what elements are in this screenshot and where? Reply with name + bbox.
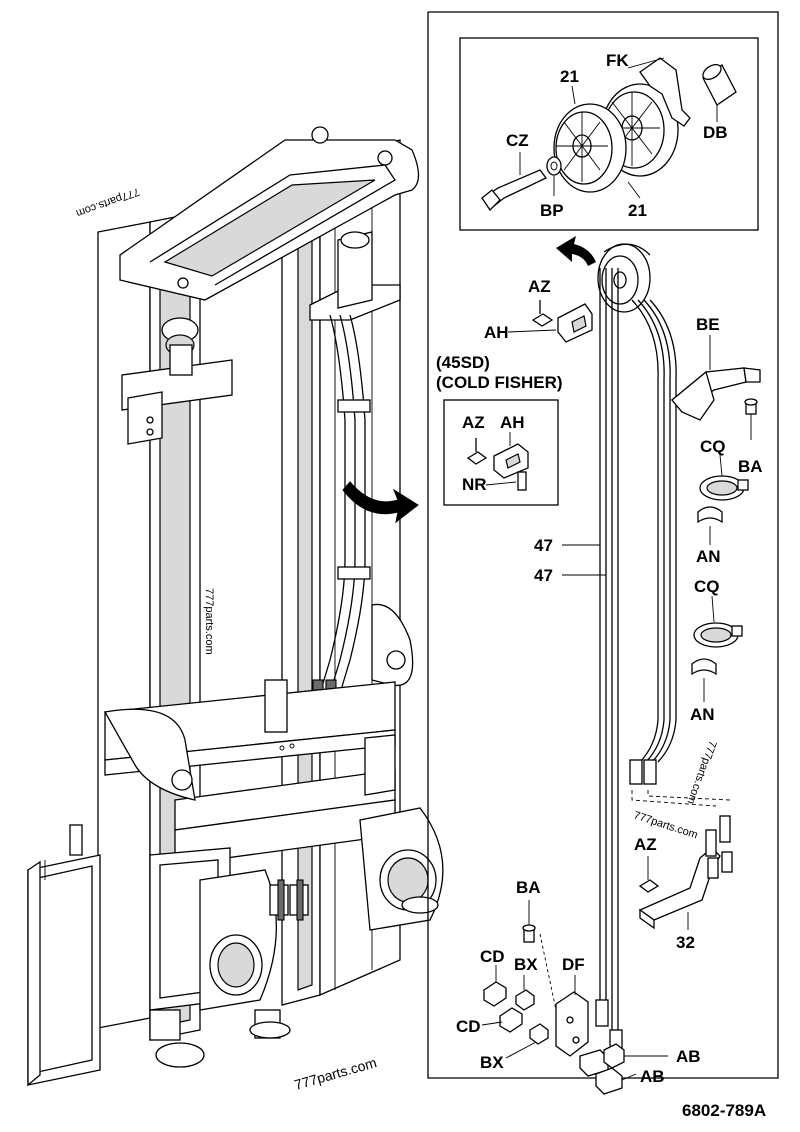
callout-bx-bottom: BX [480,1053,504,1072]
hose-pair [595,268,677,1057]
callout-ab-top: AB [676,1047,701,1066]
callout-az-top: AZ [528,277,551,296]
clamp-an-top [697,506,723,545]
callout-az-inset: AZ [462,413,485,432]
callout-ah-top: AH [484,323,509,342]
callout-fk: FK [606,51,629,70]
document-number: 6802-789A [682,1101,766,1120]
mast-assembly-drawing [27,126,444,1087]
clamp-an-bottom [691,658,717,702]
clamp-assembly-top [531,300,593,343]
washer-part [546,156,562,176]
callout-ba-right: BA [738,457,763,476]
watermark-4: 777parts.com [684,739,718,806]
callout-labels: FK 21 CZ DB BP 21 AZ AH BE (45SD) (COLD … [436,51,763,1086]
callout-an-bottom: AN [690,705,715,724]
bolt-part [481,169,547,212]
pulley-inset-box [459,37,759,231]
callout-cz: CZ [506,131,529,150]
bottom-fittings [483,900,668,1095]
callout-cq-bottom: CQ [694,577,720,596]
callout-hose-1: 47 [534,536,553,555]
callout-be: BE [696,315,720,334]
pulley-front [553,103,627,193]
callout-db: DB [703,123,728,142]
callout-bx-top: BX [514,955,538,974]
callout-ba-bottom: BA [516,878,541,897]
callout-cq-top: CQ [700,437,726,456]
detail-panel [427,11,779,1095]
watermark-2: 777parts.com [203,588,215,655]
watermark-1: 777parts.com [74,185,141,219]
variant-caption-line1: (45SD) [436,353,490,372]
callout-cd-bottom: CD [456,1017,481,1036]
callout-arrow [342,481,419,524]
mast-pulley [597,243,651,313]
callout-hose-2: 47 [534,566,553,585]
clamp-assembly-variant [466,438,529,491]
callout-an-top: AN [696,547,721,566]
clamp-cq-top [699,454,749,501]
callout-21-top: 21 [560,67,579,86]
callout-bp: BP [540,201,564,220]
bolt-ba-right [744,398,758,440]
guide-bracket [639,57,691,127]
callout-ab-bottom: AB [640,1067,665,1086]
variant-inset-box [443,399,559,506]
sleeve-part [702,64,737,106]
watermark-3: 777parts.com [292,1054,378,1093]
callout-ah-inset: AH [500,413,525,432]
callout-cd-top: CD [480,947,505,966]
callout-df: DF [562,955,585,974]
callout-az-bottom: AZ [634,835,657,854]
callout-nr: NR [462,475,487,494]
bracket-be [671,335,761,421]
clamp-cq-bottom [693,595,743,648]
bolt-az-bottom [638,856,660,893]
callout-21-bottom: 21 [628,201,647,220]
variant-caption-line2: (COLD FISHER) [436,373,563,392]
bracket-32 [631,790,733,930]
callout-32: 32 [676,933,695,952]
